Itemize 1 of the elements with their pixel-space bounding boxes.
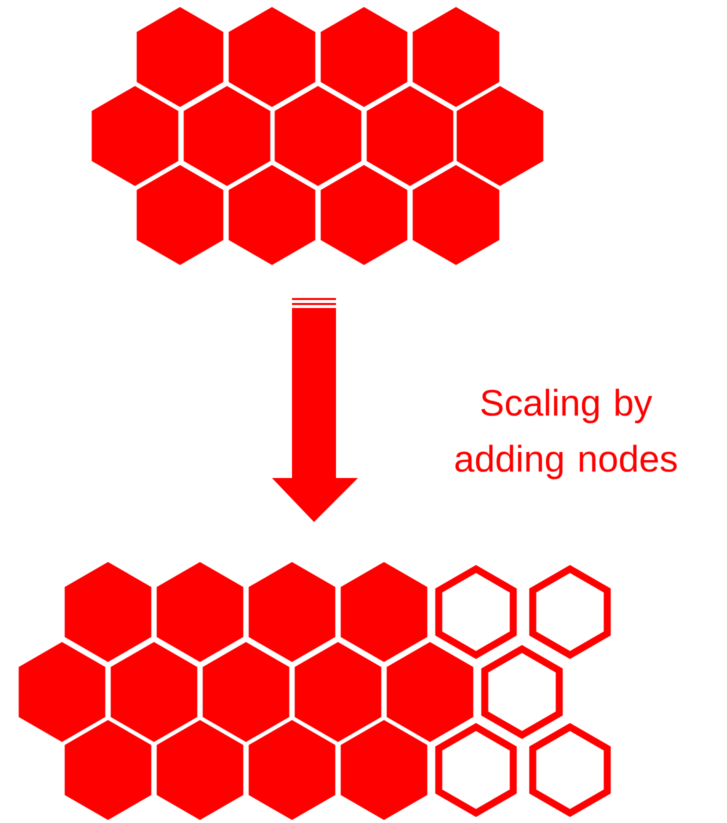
caption-text: Scaling by adding nodes bbox=[455, 388, 677, 480]
